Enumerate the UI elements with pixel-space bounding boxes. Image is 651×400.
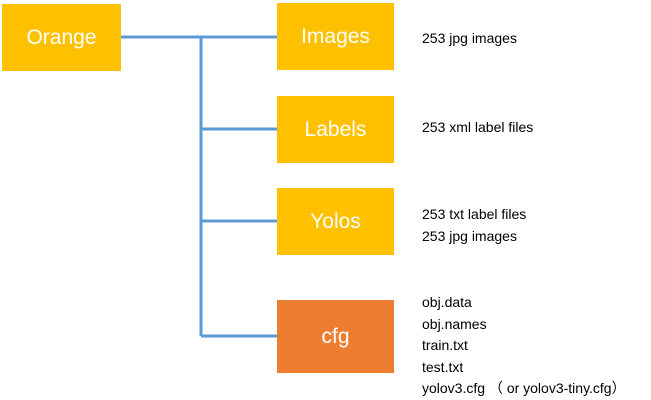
folder-node-cfg: cfg [277, 300, 394, 373]
folder-node-orange: Orange [2, 4, 121, 71]
description-line: obj.names [422, 315, 487, 332]
folder-description-labels: 253 xml label files [422, 117, 533, 139]
folder-node-label: Labels [304, 117, 367, 141]
description-line: yolov3.cfg （ or yolov3-tiny.cfg） [422, 380, 626, 396]
description-line: test.txt [422, 358, 464, 375]
folder-node-label: Yolos [310, 209, 361, 233]
description-line: 253 txt label files [422, 206, 527, 222]
folder-node-label: Orange [26, 25, 97, 49]
folder-node-label: cfg [321, 324, 350, 348]
folder-node-labels: Labels [277, 96, 394, 163]
folder-description-cfg: obj.data obj.names train.txt test.txt yo… [422, 292, 626, 400]
folder-node-yolos: Yolos [277, 188, 394, 255]
description-line: obj.data [422, 294, 472, 310]
folder-node-label: Images [301, 24, 370, 48]
folder-description-images: 253 jpg images [422, 28, 517, 50]
description-line: 253 jpg images [422, 30, 517, 46]
description-line: 253 xml label files [422, 119, 534, 135]
folder-node-images: Images [277, 3, 394, 70]
folder-description-yolos: 253 txt label files 253 jpg images [422, 204, 526, 247]
description-line: train.txt [422, 337, 468, 353]
description-line: 253 jpg images [422, 227, 517, 244]
